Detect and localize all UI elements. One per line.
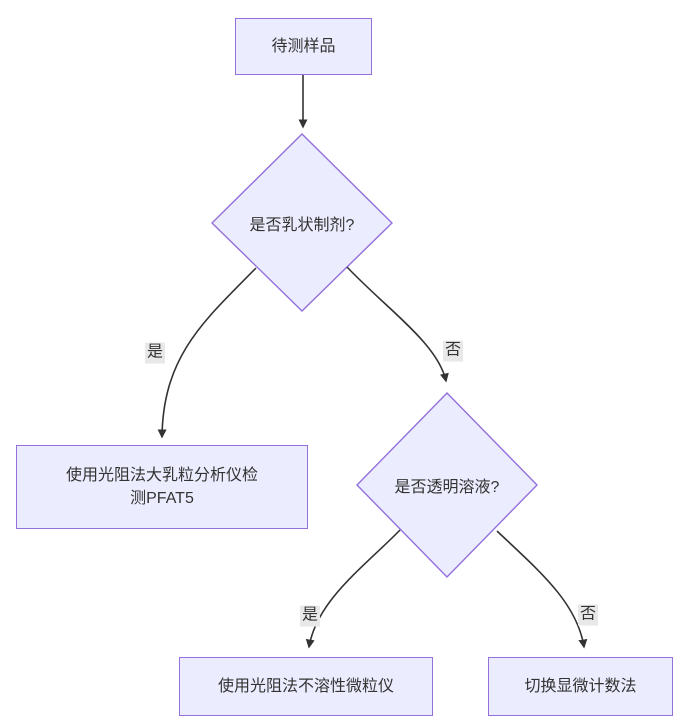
node-microscopic-count: 切换显微计数法 bbox=[488, 657, 673, 716]
edge-label-transparent-no: 否 bbox=[577, 604, 599, 626]
node-pfat5-label-line2: 测PFAT5 bbox=[130, 490, 194, 507]
edge-decision1-no bbox=[346, 266, 449, 383]
edge-decision1-yes bbox=[157, 267, 257, 439]
node-sample-label: 待测样品 bbox=[271, 37, 336, 55]
edge-label-transparent-yes: 是 bbox=[299, 605, 321, 627]
decision-emulsion-diamond bbox=[211, 133, 393, 312]
edge-label-emulsion-no: 否 bbox=[442, 340, 464, 362]
edge-decision2-no bbox=[496, 530, 588, 649]
node-microscopic-count-label: 切换显微计数法 bbox=[524, 677, 637, 695]
node-sample: 待测样品 bbox=[235, 18, 372, 75]
decision-transparent-diamond bbox=[356, 391, 538, 579]
node-pfat5: 使用光阻法大乳粒分析仪检 测PFAT5 bbox=[16, 445, 308, 529]
edge-decision2-yes bbox=[305, 529, 401, 649]
node-insoluble-particle: 使用光阻法不溶性微粒仪 bbox=[179, 657, 433, 716]
node-pfat5-label-line1: 使用光阻法大乳粒分析仪检 bbox=[65, 466, 258, 484]
edge-label-emulsion-yes: 是 bbox=[144, 342, 166, 364]
node-insoluble-particle-label: 使用光阻法不溶性微粒仪 bbox=[217, 677, 394, 695]
